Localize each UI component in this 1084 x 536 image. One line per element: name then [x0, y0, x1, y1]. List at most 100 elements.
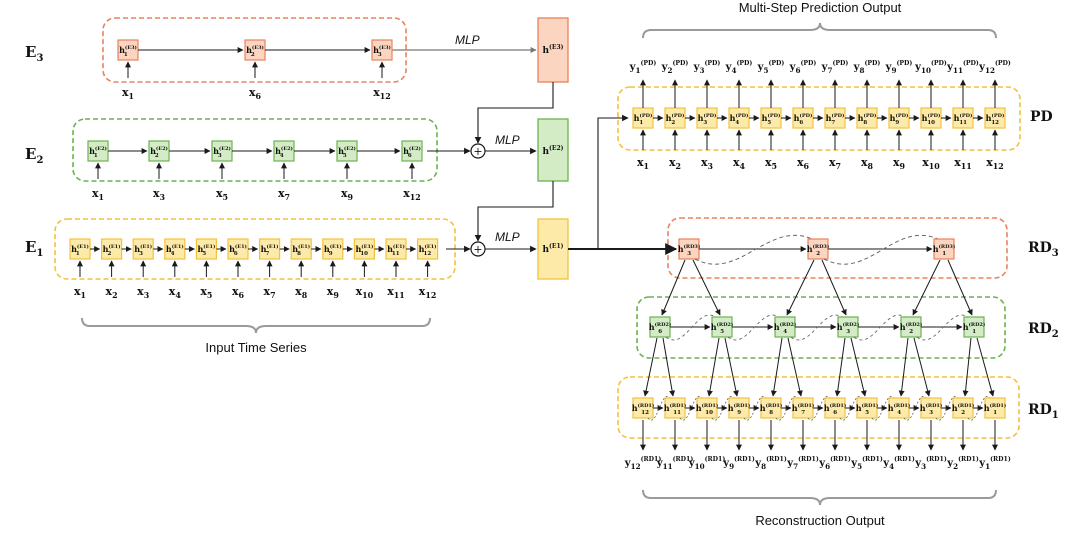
e2-input-x3: x3 [153, 187, 165, 202]
rd1-output-y4: y4(RD1) [882, 456, 915, 471]
e1-node: h(E1)1 [69, 238, 91, 260]
e1-node: h(E1)8 [290, 238, 312, 260]
e1-node-label: h(E1)10 [355, 243, 373, 257]
e1-node-label: h(E1)3 [134, 243, 152, 257]
e1-node-box [417, 238, 439, 260]
rd1-node: h(RD1)6 [824, 397, 847, 419]
rd2-node: h(RD2)6 [649, 316, 671, 338]
rd1-node-label: h(RD1)6 [824, 402, 847, 416]
input-caption: Input Time Series [205, 340, 307, 355]
pd-node-label: h(PD)3 [698, 112, 717, 126]
label-e2: E2 [25, 145, 43, 166]
rd1-node: h(RD1)1 [984, 397, 1007, 419]
rd2-group [636, 296, 1006, 359]
rd1-node-label: h(RD1)2 [952, 402, 975, 416]
skip-link [694, 234, 813, 265]
e1-node-label: h(E1)9 [324, 243, 342, 257]
pd-node-label: h(PD)7 [826, 112, 845, 126]
label-e3: E3 [25, 43, 43, 64]
pd-output-y11: y11(PD) [946, 60, 979, 75]
pd-output-y10: y10(PD) [914, 60, 947, 75]
pd-input-x5: x5 [765, 156, 777, 171]
e2-input-x5: x5 [216, 187, 228, 202]
e2-node: h(E2)5 [336, 140, 358, 162]
e1-node-label: h(E1)11 [387, 243, 405, 257]
arrow [850, 337, 867, 397]
svg-text:E2: E2 [25, 145, 43, 166]
pd-output-y9: y9(PD) [885, 60, 913, 75]
pd-input-x7: x7 [829, 156, 841, 171]
rd2-node-label: h(RD2)4 [774, 321, 797, 335]
mlp-label-e3: MLP [455, 33, 480, 47]
pd-input-x11: x11 [954, 156, 972, 171]
e1-input-x3: x3 [137, 285, 149, 300]
pd-node: h(PD)10 [920, 107, 942, 129]
e2-node-box [401, 140, 423, 162]
rd3-node: h(RD3)1 [933, 238, 955, 260]
rd3-node: h(RD3)2 [807, 238, 830, 260]
rd1-node: h(RD1)8 [760, 397, 782, 419]
arrow [898, 337, 909, 397]
skip-link [853, 314, 906, 341]
pd-input-x1: x1 [637, 156, 649, 171]
e3-input-x12: x12 [373, 86, 391, 101]
pd-output-y2: y2(PD) [661, 60, 689, 75]
rd1-output-y2: y2(RD1) [946, 456, 979, 471]
rd1-node-label: h(RD1)11 [664, 402, 687, 416]
pd-node: h(PD)4 [728, 107, 750, 129]
arrow [643, 337, 658, 397]
e3-node: h(E3)3 [371, 39, 393, 61]
pd-node-label: h(PD)8 [858, 112, 877, 126]
e1-node: h(E1)5 [195, 238, 217, 260]
e1-input-x12: x12 [419, 285, 437, 300]
svg-text:h(E2): h(E2) [543, 145, 564, 157]
recon-bracket [642, 489, 997, 506]
pd-group [617, 86, 1021, 151]
arrow [947, 259, 973, 316]
rd1-node-label: h(RD1)3 [920, 402, 943, 416]
label-rd1: RD1 [1028, 402, 1059, 421]
rd1-node: h(RD1)3 [920, 397, 943, 419]
e2-group [72, 118, 438, 182]
rd1-output-y5: y5(RD1) [850, 456, 883, 471]
rd3-node-label: h(RD3)2 [807, 243, 830, 257]
pd-node: h(PD)9 [888, 107, 910, 129]
e1-node: h(E1)6 [227, 238, 249, 260]
e3-node-label: h(E3)1 [119, 44, 137, 58]
rd1-output-y10: y10(RD1) [688, 456, 726, 471]
arrow [661, 259, 686, 316]
pred-caption: Multi-Step Prediction Output [739, 0, 902, 15]
rd2-node-label: h(RD2)5 [711, 321, 734, 335]
e1-node-label: h(E1)2 [103, 243, 121, 257]
arrow [912, 259, 941, 316]
rd2-node-label: h(RD2)3 [837, 321, 860, 335]
e1-node: h(E1)4 [164, 238, 186, 260]
rd1-node-label: h(RD1)1 [984, 402, 1007, 416]
rd1-node: h(RD1)7 [792, 397, 814, 419]
arrow [834, 337, 846, 397]
e3-group [102, 17, 407, 83]
e3-node: h(E3)1 [117, 39, 139, 61]
e2-node: h(E2)3 [211, 140, 233, 162]
svg-text:E3: E3 [25, 43, 43, 64]
pd-input-x10: x10 [922, 156, 940, 171]
rd1-output-y3: y3(RD1) [914, 456, 947, 471]
pd-node: h(PD)8 [856, 107, 878, 129]
pd-node-label: h(PD)9 [890, 112, 909, 126]
pd-node-label: h(PD)6 [794, 112, 813, 126]
e2-input-x7: x7 [278, 187, 290, 202]
pd-node-label: h(PD)11 [954, 112, 973, 126]
e2-node: h(E2)4 [273, 140, 295, 162]
pd-node: h(PD)7 [824, 107, 846, 129]
rd2-node-label: h(RD2)2 [900, 321, 923, 335]
e3-input-x1: x1 [122, 86, 134, 101]
arrow [913, 337, 931, 397]
e1-node-label: h(E1)8 [292, 243, 310, 257]
e1-input-x5: x5 [200, 285, 212, 300]
e2-node-label: h(E2)2 [150, 145, 168, 159]
rd1-node: h(RD1)2 [952, 397, 975, 419]
pd-node: h(PD)5 [760, 107, 782, 129]
e2-input-x1: x1 [92, 187, 104, 202]
pd-input-x8: x8 [861, 156, 874, 171]
rd2-node: h(RD2)3 [837, 316, 860, 338]
